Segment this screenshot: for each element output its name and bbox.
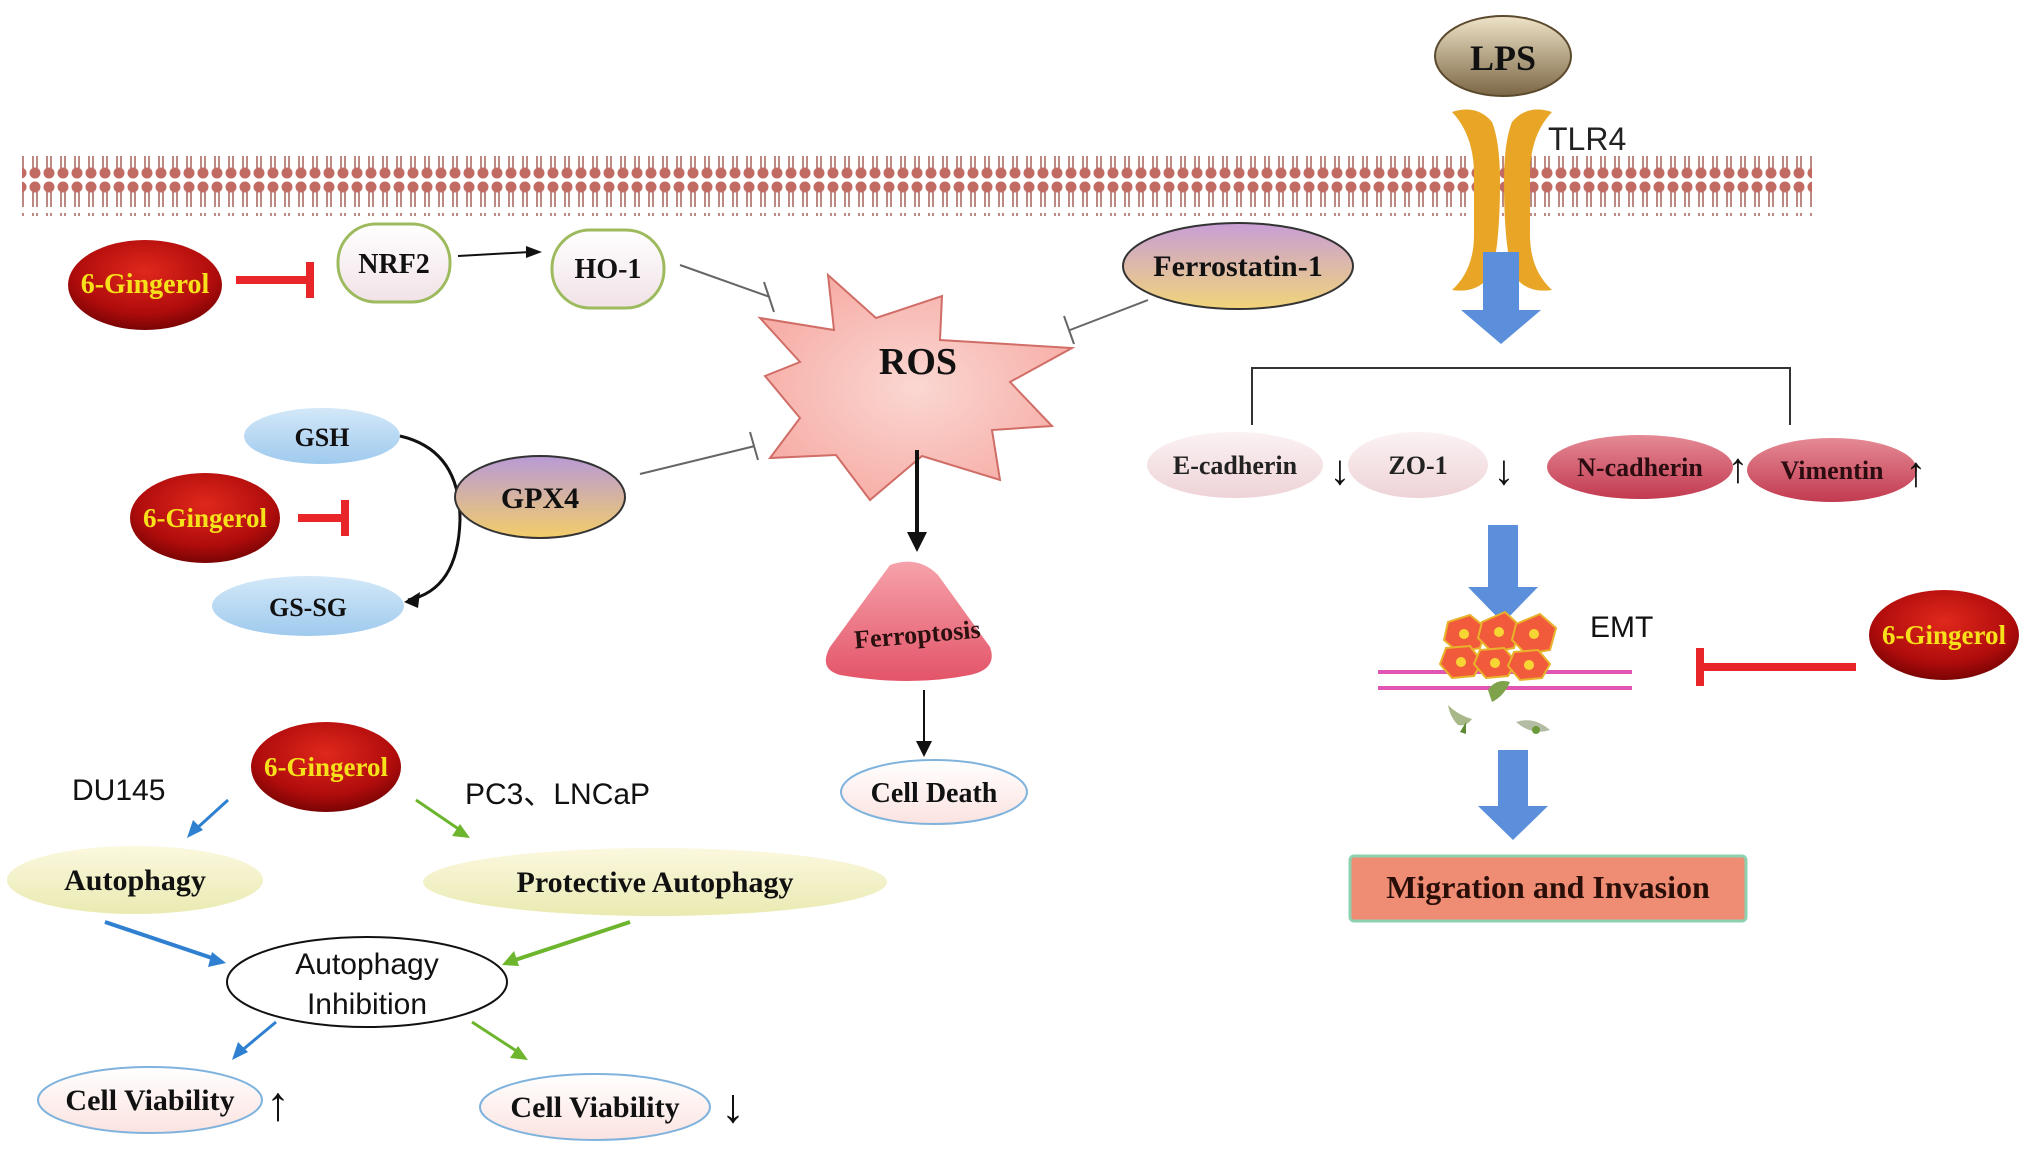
arrow-autophagy-inhibition (104, 920, 213, 960)
ncadherin-label: N-cadherin (1577, 453, 1703, 482)
cell-viability-node-1 (37, 1066, 263, 1134)
vimentin-node (1747, 438, 1917, 502)
vimentin-label: Vimentin (1780, 456, 1884, 485)
arrow-protective-inhibition (514, 920, 631, 962)
arrowhead-gingerol-autophagy (187, 820, 203, 838)
cell-death-label: Cell Death (871, 778, 998, 809)
inhibit-gingerol-gpx4 (298, 500, 349, 536)
cell-viability-label-1: Cell Viability (65, 1084, 234, 1117)
arrow-inhibition-viability-down (471, 1020, 519, 1054)
arrowhead-protective-inhibition (502, 951, 519, 966)
gingerol-label-1: 6-Gingerol (81, 269, 210, 300)
arrow-nrf2-ho1 (457, 251, 531, 257)
autophagy-inhibition-node (226, 936, 508, 1028)
cell-viability-down-arrow: ↓ (721, 1080, 745, 1133)
ecadherin-down-arrow: ↓ (1330, 448, 1351, 494)
gingerol-label-3: 6-Gingerol (264, 752, 388, 782)
zo1-node (1348, 432, 1488, 498)
cell-viability-node-2 (479, 1073, 711, 1141)
lps-label: LPS (1470, 38, 1536, 78)
ferrostatin-node (1122, 222, 1354, 310)
ferroptosis-node (825, 561, 992, 681)
gpx4-node (454, 455, 626, 539)
nrf2-label: NRF2 (358, 249, 430, 280)
ros-node (757, 272, 1076, 502)
marker-bracket (1251, 367, 1791, 425)
pc3-lncap-label: PC3、LNCaP (465, 778, 650, 811)
gpx4-label: GPX4 (501, 482, 579, 515)
arrow-gsh-gssg (399, 434, 462, 602)
gsh-node (244, 408, 400, 464)
inhibit-ferrostatin-ros (1063, 299, 1149, 345)
arrow-gingerol-protective (415, 798, 461, 832)
arrowhead-inhibition-viability-up (232, 1042, 248, 1060)
cell-membrane (22, 156, 1812, 216)
autophagy-inhibition-label-1: Autophagy (295, 948, 438, 981)
protective-autophagy-node (423, 848, 887, 916)
emt-label: EMT (1590, 611, 1653, 644)
gingerol-node-4 (1869, 590, 2019, 680)
ho1-label: HO-1 (575, 254, 642, 285)
gssg-label: GS-SG (269, 593, 347, 622)
zo1-down-arrow: ↓ (1494, 448, 1515, 494)
du145-label: DU145 (72, 774, 165, 807)
ho1-node (550, 228, 666, 310)
arrow-markers-emt (1468, 525, 1538, 623)
inhibit-gingerol-nrf2 (236, 262, 314, 298)
arrowhead-gsh-gssg (404, 592, 420, 608)
arrowhead-gingerol-protective (452, 824, 470, 838)
inhibit-ho1-ros (679, 264, 775, 313)
gingerol-node-3 (251, 722, 401, 812)
arrowhead-autophagy-inhibition (208, 952, 226, 967)
arrowhead-ros-ferroptosis (907, 532, 927, 552)
tlr4-receptor (1452, 109, 1552, 291)
ncadherin-up-arrow: ↑ (1728, 446, 1749, 492)
zo1-label: ZO-1 (1388, 451, 1447, 480)
cell-viability-up-arrow: ↑ (266, 1078, 290, 1131)
inhibit-gpx4-ros (639, 431, 759, 475)
ncadherin-node (1547, 435, 1733, 499)
ecadherin-node (1147, 432, 1323, 498)
vimentin-up-arrow: ↑ (1906, 450, 1927, 496)
arrow-emt-migration (1478, 750, 1548, 840)
nrf2-node (336, 222, 452, 304)
lps-node (1434, 15, 1572, 97)
autophagy-label: Autophagy (64, 864, 206, 897)
gingerol-node-2 (130, 473, 280, 563)
migration-invasion-box (1348, 854, 1748, 923)
arrowhead-ferroptosis-celldeath (916, 741, 932, 757)
arrow-inhibition-viability-up (239, 1020, 277, 1054)
autophagy-node (7, 846, 263, 914)
tlr4-label: TLR4 (1548, 121, 1626, 157)
gsh-label: GSH (295, 423, 350, 452)
inhibit-gingerol-emt (1696, 648, 1856, 686)
arrow-tlr4-down (1461, 252, 1541, 344)
gingerol-label-4: 6-Gingerol (1882, 620, 2006, 650)
gssg-node (212, 576, 404, 636)
protective-autophagy-label: Protective Autophagy (517, 866, 794, 899)
cell-death-node (840, 759, 1028, 825)
gingerol-label-2: 6-Gingerol (143, 503, 267, 533)
cell-viability-label-2: Cell Viability (510, 1091, 679, 1124)
emt-cells-illustration (1378, 610, 1632, 734)
arrowhead-nrf2-ho1 (526, 246, 542, 258)
gingerol-node-1 (68, 240, 222, 330)
migration-invasion-label: Migration and Invasion (1386, 869, 1710, 905)
arrow-gingerol-autophagy (193, 798, 230, 832)
ros-label: ROS (879, 341, 957, 383)
ecadherin-label: E-cadherin (1173, 451, 1298, 480)
arrowhead-inhibition-viability-down (510, 1046, 528, 1060)
ferrostatin-label: Ferrostatin-1 (1153, 250, 1322, 283)
autophagy-inhibition-label-2: Inhibition (307, 988, 427, 1021)
